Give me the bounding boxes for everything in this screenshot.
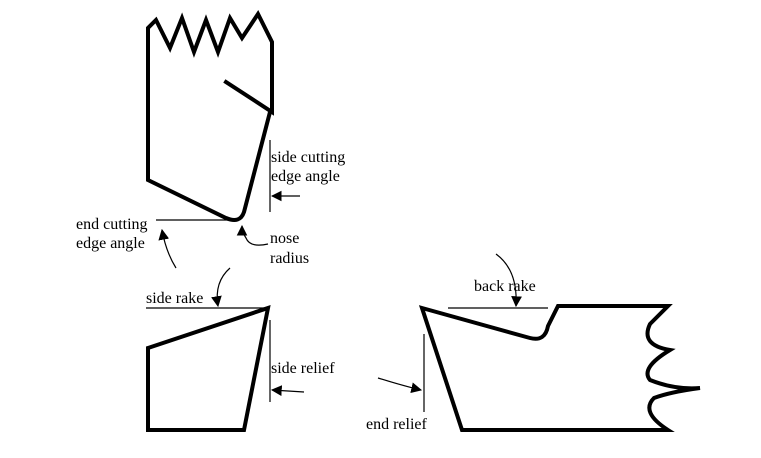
side-cutting-edge-angle-label-line2: edge angle [271,168,340,185]
tool-side-view [418,304,701,432]
side-rake-arrow [211,267,231,308]
back-rake-arrow [495,253,522,308]
side-relief-arrow [270,385,305,396]
tool-side-view-outline [418,304,701,432]
labels: side cutting edge angle end cutting edge… [76,149,536,433]
back-rake-label: back rake [474,278,536,295]
leader-arrows [158,190,522,396]
tool-front-view-outline [146,305,271,432]
tool-top-view-outline [146,10,274,222]
end-cutting-edge-angle-arrow [158,228,177,269]
side-cutting-edge-angle-label: side cutting [271,149,345,166]
side-relief-label: side relief [271,360,335,377]
side-rake-label: side rake [146,290,203,307]
nose-radius-arrow [236,224,269,246]
end-cutting-edge-angle-label-line2: edge angle [76,235,145,252]
tool-front-view [146,305,271,432]
end-relief-arrow [377,377,423,394]
reference-lines [146,140,548,412]
tool-top-view [146,10,274,222]
nose-radius-label: nose [270,230,299,247]
end-cutting-edge-angle-label: end cutting [76,216,148,233]
nose-radius-label-line2: radius [270,250,309,267]
end-relief-label: end relief [366,416,428,433]
